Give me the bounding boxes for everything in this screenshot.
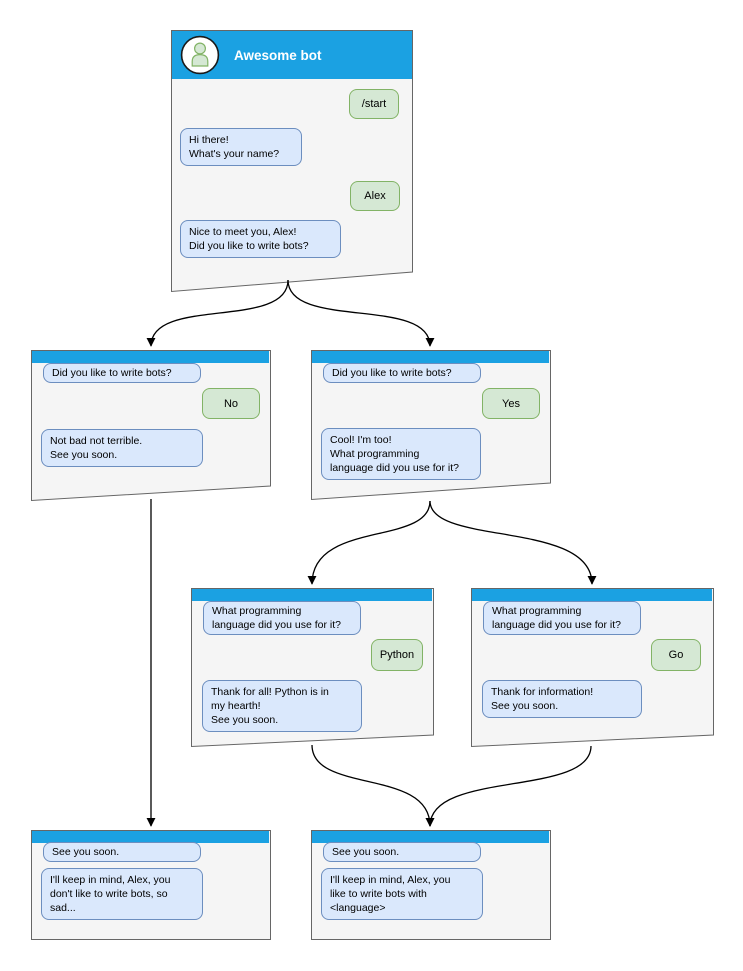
bot-message-bubble: What programming language did you use fo… [203,601,361,635]
bot-message-bubble: What programming language did you use fo… [483,601,641,635]
bot-message-bubble: Cool! I'm too! What programming language… [321,428,481,480]
connector-main-to-no [146,279,289,347]
chat-window-main: Awesome bot /start Hi there! What's your… [171,30,413,292]
connector-main-to-yes [287,279,435,347]
chat-window-branch-yes: Did you like to write bots? Yes Cool! I'… [311,350,551,500]
chat-window-end-yes: See you soon. I'll keep in mind, Alex, y… [311,830,551,940]
bot-message-bubble: I'll keep in mind, Alex, you like to wri… [321,868,483,920]
connector-go-to-end [425,745,592,827]
user-message-bubble: Python [371,639,423,671]
chat-window-header [32,831,269,843]
bot-message-bubble: Hi there! What's your name? [180,128,302,166]
user-message-bubble: No [202,388,260,419]
bot-message-bubble: Thank for information! See you soon. [482,680,642,718]
chat-window-header: Awesome bot [172,31,412,79]
bot-message-bubble: Nice to meet you, Alex! Did you like to … [180,220,341,258]
bot-message-bubble: See you soon. [323,842,481,862]
chat-window-branch-no: Did you like to write bots? No Not bad n… [31,350,271,501]
chat-window-header [472,589,712,601]
chat-window-branch-go: What programming language did you use fo… [471,588,714,747]
user-message-bubble: Yes [482,388,540,419]
bot-title: Awesome bot [234,47,322,63]
chat-window-branch-python: What programming language did you use fo… [191,588,434,747]
connector-python-to-end [311,744,435,827]
chat-window-header [192,589,432,601]
bot-message-bubble: I'll keep in mind, Alex, you don't like … [41,868,203,920]
bot-avatar-icon [180,35,220,75]
connector-yes-to-python [307,500,431,585]
user-message-bubble: Alex [350,181,400,211]
bot-message-bubble: See you soon. [43,842,201,862]
bot-message-bubble: Thank for all! Python is in my hearth! S… [202,680,362,732]
chat-window-header [312,351,549,363]
connector-yes-to-go [429,500,597,585]
bot-message-bubble: Did you like to write bots? [43,363,201,383]
bot-message-bubble: Did you like to write bots? [323,363,481,383]
chat-window-header [312,831,549,843]
user-message-bubble: /start [349,89,399,119]
bot-message-bubble: Not bad not terrible. See you soon. [41,429,203,467]
chat-window-header [32,351,269,363]
chat-window-end-no: See you soon. I'll keep in mind, Alex, y… [31,830,271,940]
user-message-bubble: Go [651,639,701,671]
